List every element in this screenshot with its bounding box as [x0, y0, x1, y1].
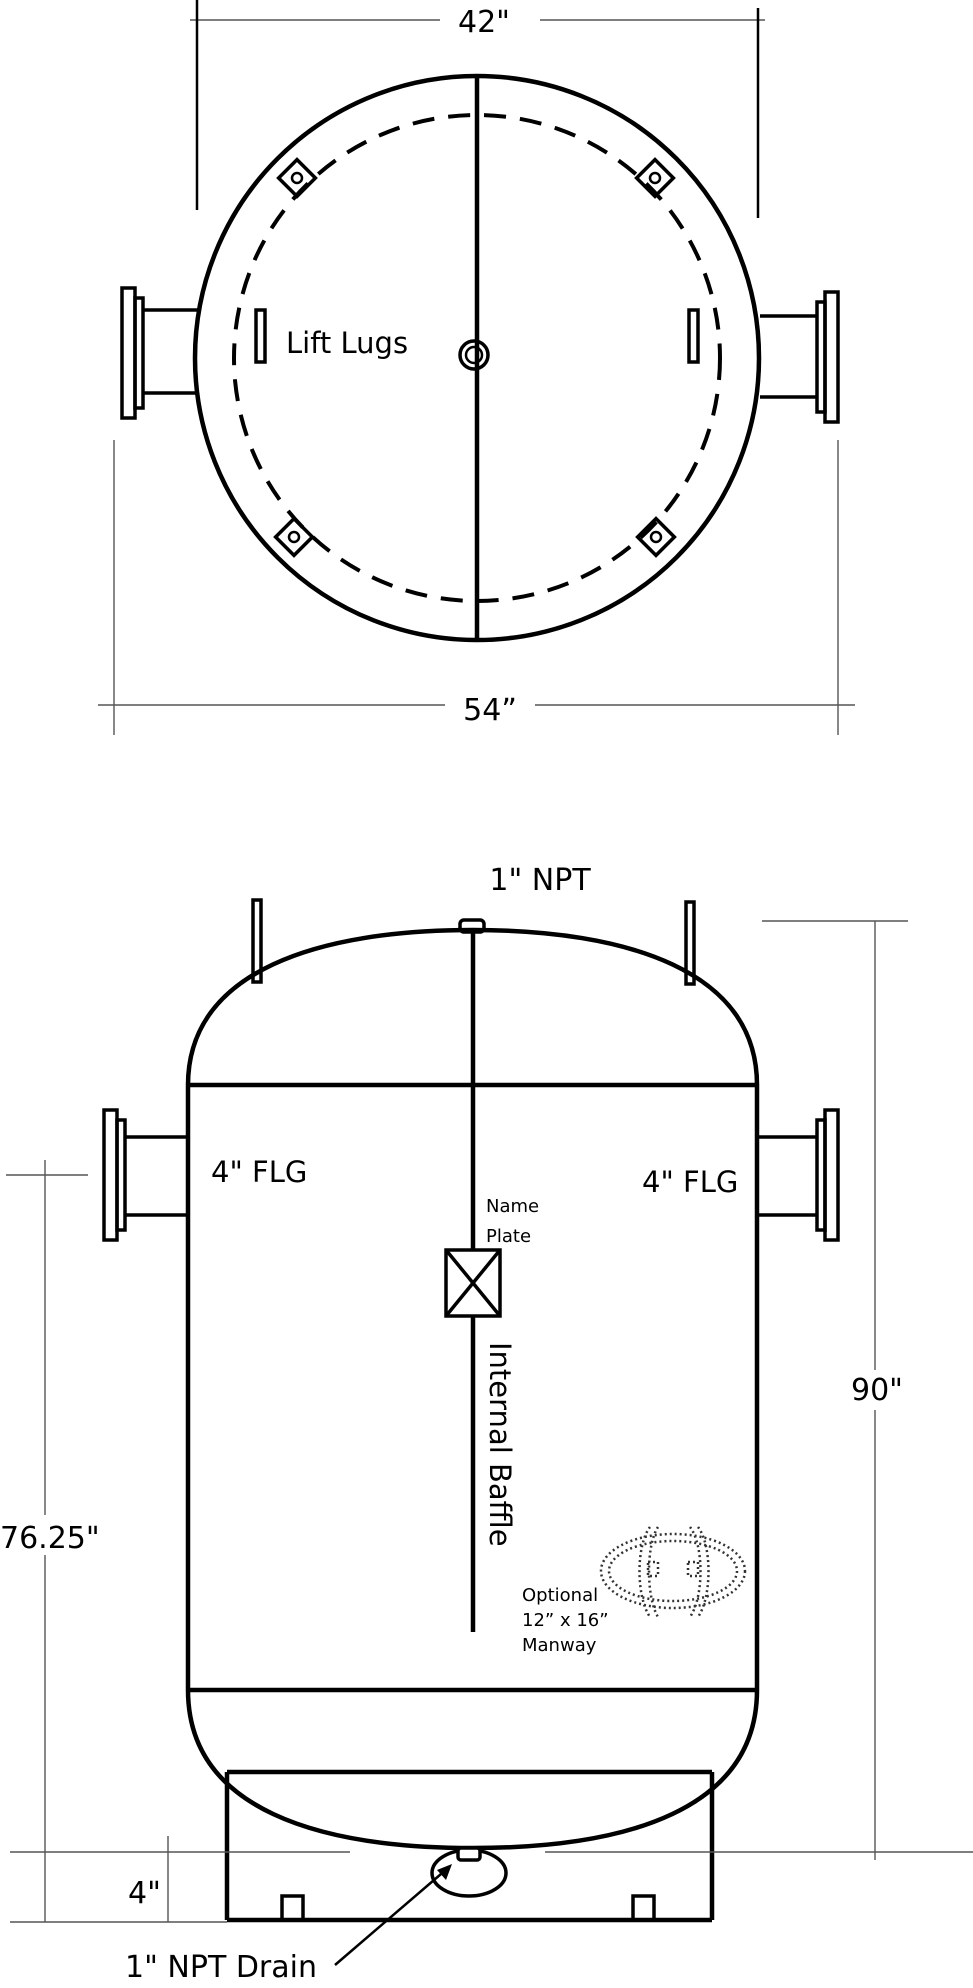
dim-flange-height-text: 76.25"	[0, 1521, 100, 1556]
center-fitting-inner	[464, 345, 484, 365]
lift-lugs-label: Lift Lugs	[286, 326, 408, 360]
drain-fitting	[430, 1846, 508, 1898]
skirt-base	[224, 1769, 715, 1923]
lift-lug-top-left	[276, 157, 318, 199]
top-npt-label: 1" NPT	[489, 863, 591, 898]
center-fitting-outer	[458, 339, 490, 371]
name-plate-label-line1: Name	[486, 1196, 539, 1217]
side-view: 1" NPT Name Plate Internal Baffle 4" FLG…	[0, 863, 973, 1985]
lift-lug-post-left	[251, 898, 263, 984]
name-plate-symbol	[444, 1248, 502, 1318]
bracket-right	[687, 308, 700, 364]
left-flange-nozzle	[102, 1108, 188, 1242]
drain-arrow-head	[437, 1864, 452, 1880]
right-flange-nozzle	[757, 1108, 840, 1242]
lift-lug-bottom-right	[635, 516, 677, 558]
vessel-bottom-head	[185, 1689, 760, 1851]
right-flange-label: 4" FLG	[642, 1165, 738, 1199]
lift-lug-top-right	[634, 157, 676, 199]
dim-inner-width-text: 42"	[458, 5, 510, 40]
dim-outer-width-text: 54”	[463, 693, 517, 728]
lift-lug-bottom-left	[273, 516, 315, 558]
manway-label-line3: Manway	[522, 1635, 597, 1656]
dim-overall-height-text: 90"	[851, 1373, 903, 1408]
manway-symbol	[599, 1526, 747, 1618]
lift-lug-post-right	[684, 900, 696, 986]
left-flange-label: 4" FLG	[211, 1155, 307, 1189]
manway-label-line2: 12” x 16”	[522, 1610, 609, 1631]
dim-bottom-clearance-text: 4"	[128, 1876, 161, 1911]
bracket-left	[254, 308, 267, 364]
internal-baffle-label: Internal Baffle	[483, 1342, 517, 1547]
drain-leader-line	[334, 1867, 449, 1966]
left-nozzle-top-view	[120, 286, 198, 420]
top-view: 42" Lift Lugs	[98, 0, 855, 735]
name-plate-label-line2: Plate	[486, 1226, 531, 1247]
manway-label-line1: Optional	[522, 1585, 598, 1606]
right-nozzle-top-view	[760, 290, 840, 424]
drain-label: 1" NPT Drain	[125, 1950, 317, 1985]
